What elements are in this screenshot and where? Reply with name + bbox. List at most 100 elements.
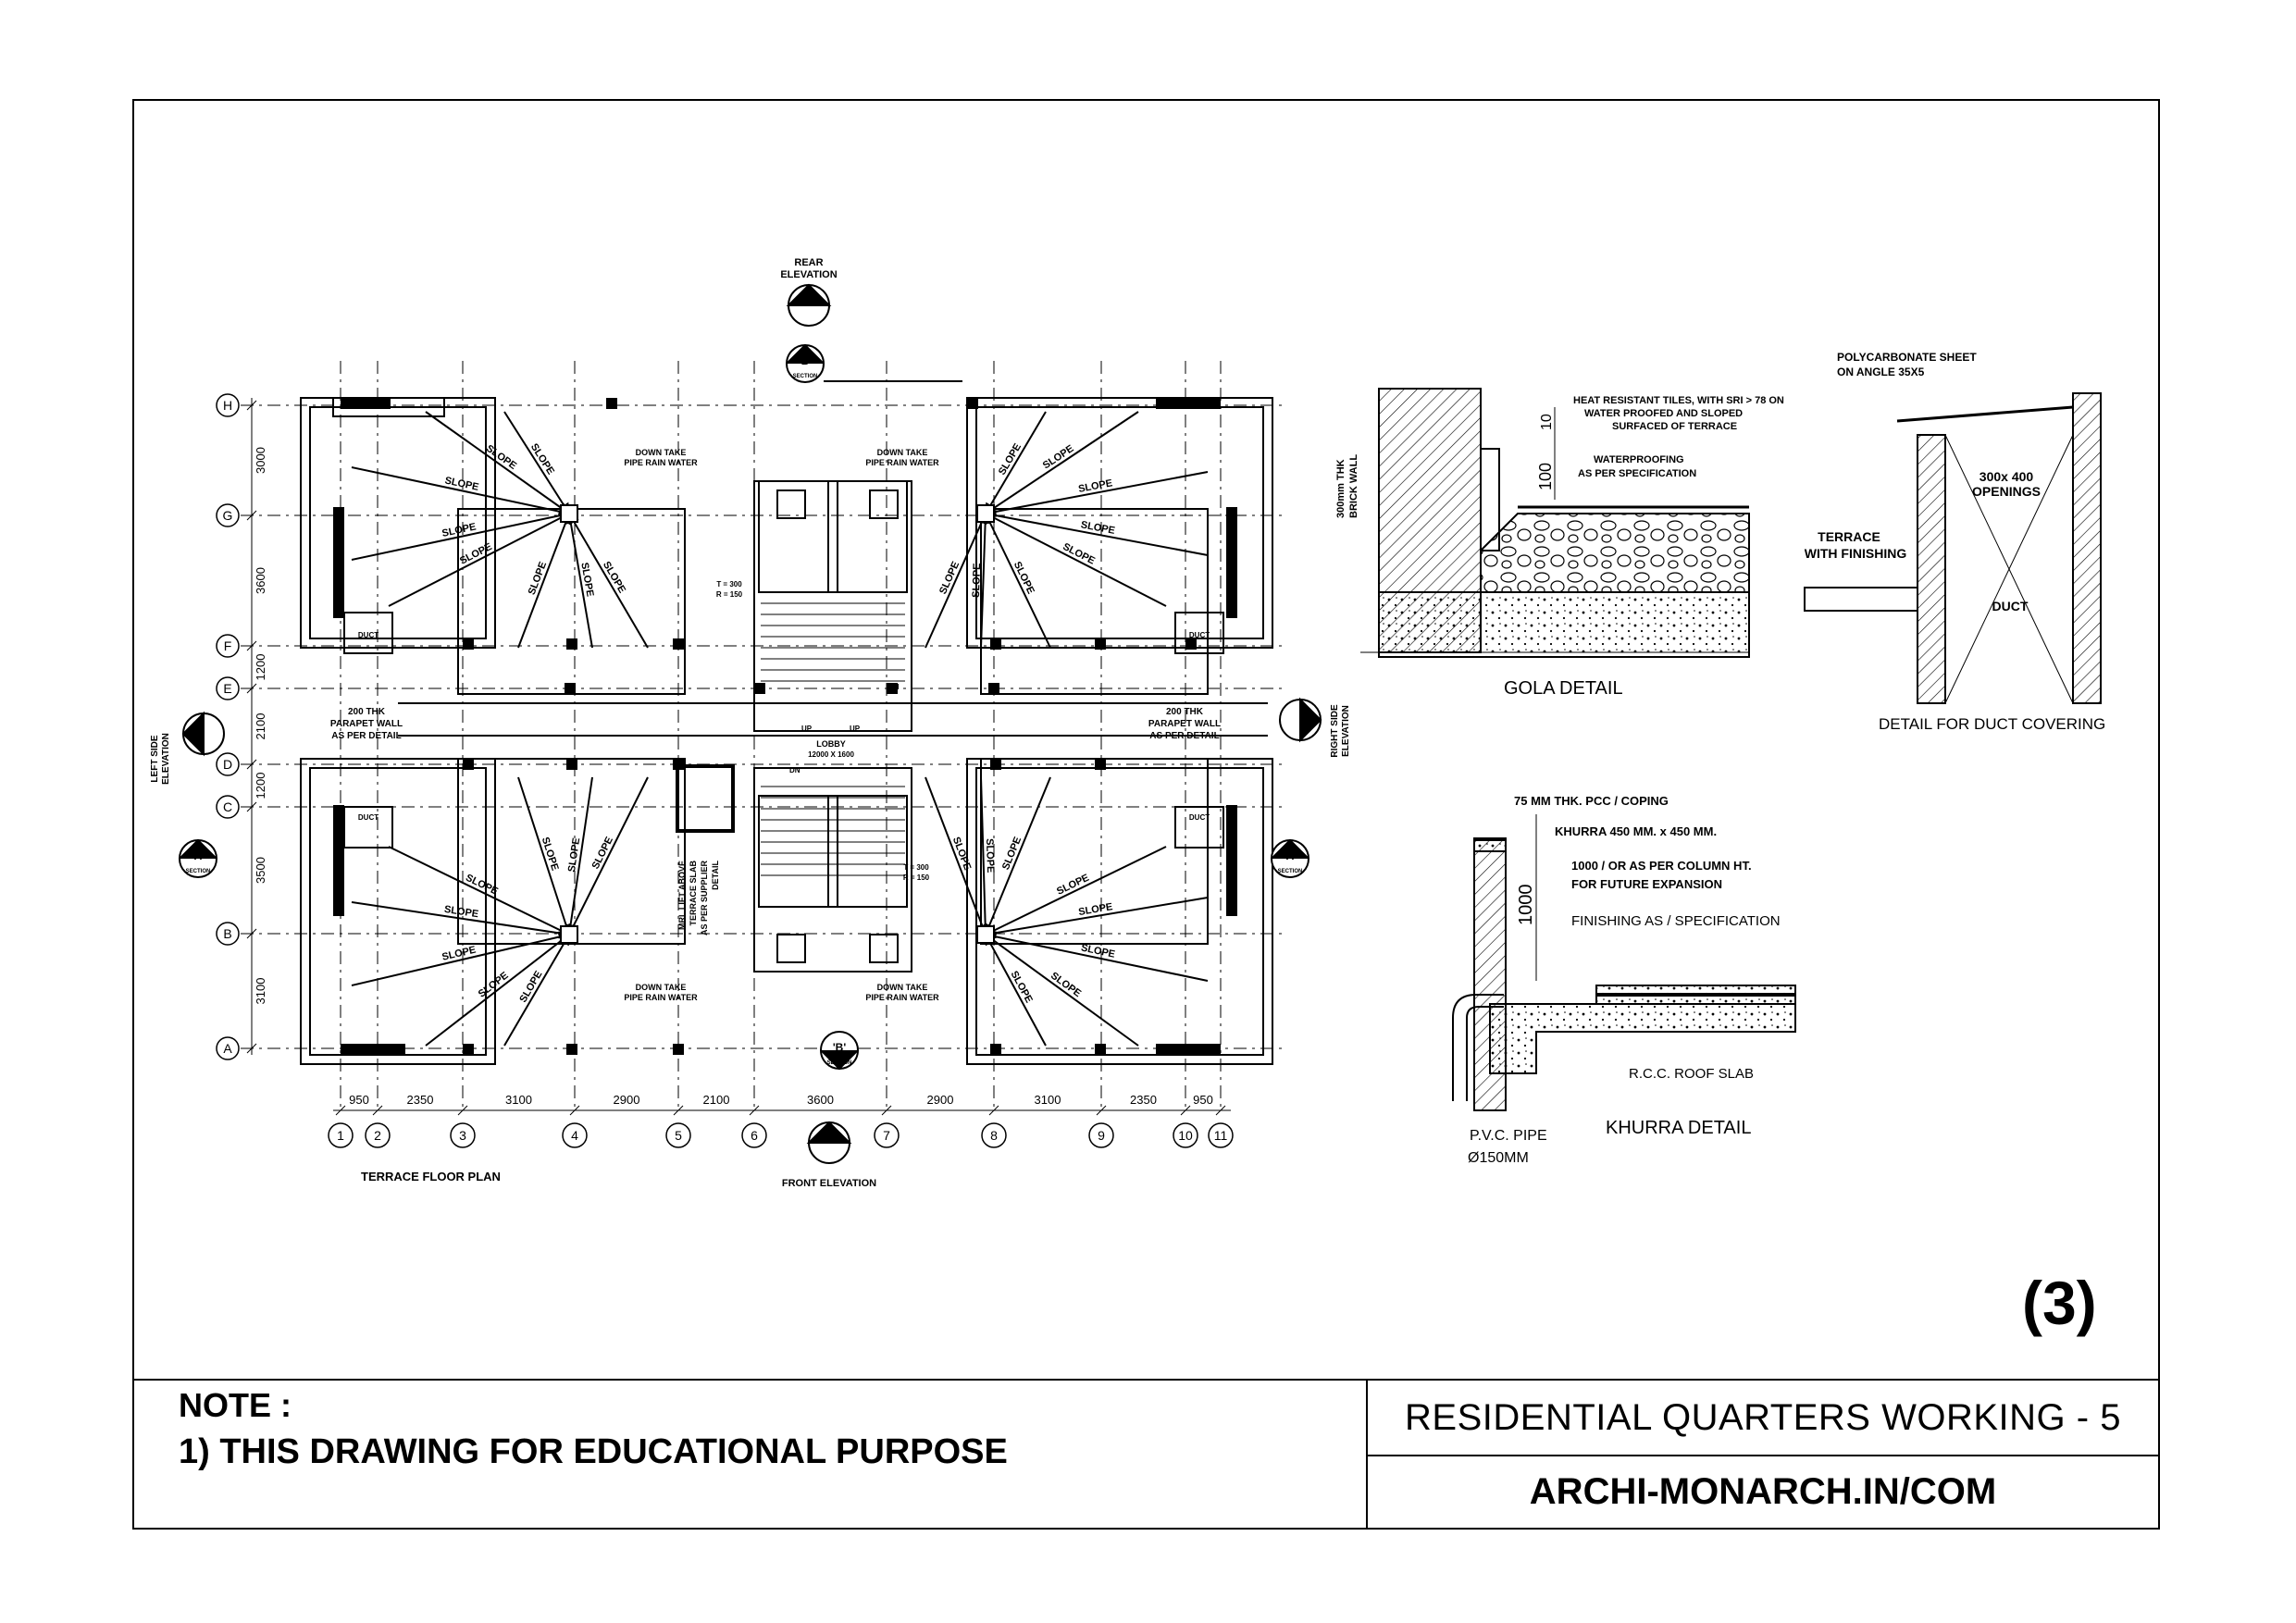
slope-arrow-21 xyxy=(517,776,572,936)
grid-bubble-col-1 xyxy=(328,1122,354,1148)
wall-block-12 xyxy=(1185,638,1197,650)
gola-tiles-3: SURFACED OF TERRACE xyxy=(1612,421,1737,432)
dim-tick-col-2 xyxy=(457,1105,468,1116)
grid-label-col-6: 6 xyxy=(751,1128,758,1143)
parapet-left-1: 200 THK xyxy=(348,707,386,717)
dim-tick-row-1 xyxy=(246,510,257,521)
khurra-size: KHURRA 450 MM. x 450 MM. xyxy=(1555,824,1717,838)
wall-block-13 xyxy=(333,805,344,916)
gola-dim-100: 100 xyxy=(1536,463,1555,490)
grid-label-col-11: 11 xyxy=(1214,1128,1228,1143)
grid-bubble-row-C xyxy=(216,795,240,819)
dim-row-1: 3600 xyxy=(254,567,267,594)
dim-col-4: 2100 xyxy=(703,1093,730,1107)
wall-block-25 xyxy=(990,759,1001,770)
grid-bubble-col-11 xyxy=(1208,1122,1234,1148)
wall-block-30 xyxy=(887,683,898,694)
grid-bubble-row-B xyxy=(216,922,240,946)
wall-block-23 xyxy=(566,759,577,770)
slope-arrow-16 xyxy=(425,934,570,1047)
right-elevation-label-2: ELEVATION xyxy=(1341,705,1351,757)
slope-label-23: SLOPE xyxy=(566,837,582,873)
sheet-number: (3) xyxy=(2022,1269,2097,1337)
dn-bottom: DN xyxy=(789,766,800,774)
slope-arrow-28 xyxy=(984,846,1167,935)
slope-arrow-10 xyxy=(984,471,1209,517)
title-block-top-line xyxy=(132,1379,2160,1381)
dim-col-3: 2900 xyxy=(614,1093,640,1107)
dim-tick-row-5 xyxy=(246,801,257,812)
down-take-tr-2: PIPE RAIN WATER xyxy=(865,458,939,467)
khurra-title: KHURRA DETAIL xyxy=(1606,1118,1751,1138)
grid-bubble-col-10 xyxy=(1173,1122,1198,1148)
title-block-mid-line xyxy=(1366,1455,2160,1456)
slope-label-20: SLOPE xyxy=(443,904,479,920)
khurra-finish: FINISHING AS / SPECIFICATION xyxy=(1571,913,1781,929)
dim-tick-col-6 xyxy=(881,1105,892,1116)
wall-block-27 xyxy=(565,683,576,694)
dim-col-7: 3100 xyxy=(1035,1093,1061,1107)
dim-col-9: 950 xyxy=(1193,1093,1213,1107)
dim-col-0: 950 xyxy=(349,1093,369,1107)
slope-arrow-18 xyxy=(351,931,571,986)
gola-wp-1: WATERPROOFING xyxy=(1594,454,1684,465)
slope-label-15: SLOPE xyxy=(971,563,983,598)
dim-tick-col-7 xyxy=(988,1105,999,1116)
slope-arrow-19 xyxy=(351,901,571,939)
gola-tiles-1: HEAT RESISTANT TILES, WITH SRI > 78 ON xyxy=(1573,395,1784,406)
wall-block-8 xyxy=(566,638,577,650)
grid-label-row-G: G xyxy=(223,508,233,523)
dim-tick-col-10 xyxy=(1215,1105,1226,1116)
right-elevation-label: RIGHT SIDE xyxy=(1330,704,1340,758)
slope-arrow-4 xyxy=(388,513,571,607)
dim-row-4: 1200 xyxy=(254,773,267,799)
duct-title: DETAIL FOR DUCT COVERING xyxy=(1879,715,2105,733)
slope-arrow-3 xyxy=(351,510,571,561)
dn-top: DN xyxy=(888,683,900,691)
grid-label-col-2: 2 xyxy=(374,1128,381,1143)
riser-bottom: R = 150 xyxy=(903,873,930,882)
slope-arrow-30 xyxy=(979,776,991,936)
khurra-dim-1000: 1000 xyxy=(1516,885,1536,926)
slope-arrow-31 xyxy=(925,776,987,936)
down-take-br-1: DOWN TAKE xyxy=(877,983,928,992)
grid-label-col-9: 9 xyxy=(1098,1128,1105,1143)
lobby-dims: 12000 X 1600 xyxy=(808,750,854,759)
grid-bubble-col-2 xyxy=(365,1122,391,1148)
dim-row-6: 3100 xyxy=(254,978,267,1005)
wall-block-2 xyxy=(606,398,617,409)
slope-arrow-7 xyxy=(568,512,649,649)
grid-label-row-B: B xyxy=(223,926,231,941)
section-a-right-label: 'A' xyxy=(1284,849,1297,862)
grid-label-col-10: 10 xyxy=(1178,1128,1193,1143)
mrl-lift-4: DETAIL xyxy=(711,861,720,890)
duct-openings-2: OPENINGS xyxy=(1972,484,2041,499)
slope-arrow-5 xyxy=(517,512,571,649)
dim-col-8: 2350 xyxy=(1130,1093,1157,1107)
dim-tick-row-2 xyxy=(246,640,257,651)
dim-col-2: 3100 xyxy=(505,1093,532,1107)
wall-block-15 xyxy=(341,1044,405,1055)
slope-arrow-20 xyxy=(388,846,571,935)
rear-elevation-marker xyxy=(786,283,832,327)
slope-arrow-11 xyxy=(984,510,1209,556)
slope-arrow-23 xyxy=(568,776,649,936)
down-take-bl-2: PIPE RAIN WATER xyxy=(624,993,698,1002)
sheet-border xyxy=(132,99,2160,1530)
tread-top: T = 300 xyxy=(716,580,742,588)
dim-col-5: 3600 xyxy=(807,1093,834,1107)
dim-tick-col-1 xyxy=(372,1105,383,1116)
plan-title: TERRACE FLOOR PLAN xyxy=(361,1170,501,1183)
gola-detail xyxy=(1360,388,1750,658)
lobby-label: LOBBY xyxy=(816,739,846,749)
wall-block-7 xyxy=(463,638,474,650)
parapet-right-1: 200 THK xyxy=(1166,707,1204,717)
dim-tick-row-0 xyxy=(246,400,257,411)
grid-bubble-col-7 xyxy=(874,1122,900,1148)
dim-tick-col-4 xyxy=(673,1105,684,1116)
title-block-divider xyxy=(1366,1379,1368,1530)
dim-tick-col-3 xyxy=(569,1105,580,1116)
section-b-bottom-marker xyxy=(820,1031,859,1071)
grid-label-row-E: E xyxy=(223,681,231,696)
